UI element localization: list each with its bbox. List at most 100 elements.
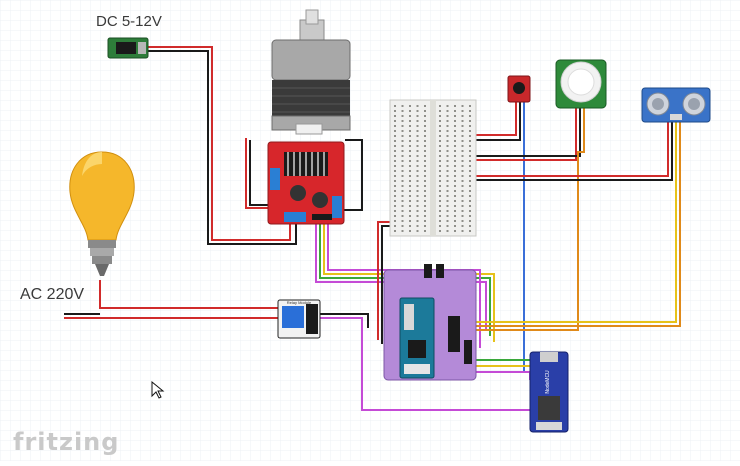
breadboard-hole — [469, 105, 471, 107]
breadboard-hole — [454, 115, 456, 117]
breadboard-hole — [461, 220, 464, 222]
breadboard-hole — [394, 230, 396, 232]
breadboard-hole — [394, 135, 396, 137]
breadboard-hole — [439, 145, 441, 147]
breadboard-hole — [409, 105, 411, 107]
breadboard-hole — [446, 160, 449, 162]
breadboard-hole — [469, 230, 471, 232]
breadboard-hole — [446, 130, 449, 132]
breadboard-hole — [469, 145, 471, 147]
breadboard-hole — [461, 215, 464, 217]
nodemcu-label: NodeMCU — [545, 370, 551, 394]
breadboard-hole — [416, 110, 419, 112]
breadboard-hole — [394, 200, 396, 202]
breadboard-hole — [469, 175, 471, 177]
breadboard-hole — [409, 230, 411, 232]
breadboard-hole — [424, 145, 426, 147]
breadboard-hole — [461, 160, 464, 162]
breadboard-hole — [454, 230, 456, 232]
breadboard-hole — [454, 215, 456, 217]
breadboard-hole — [461, 150, 464, 152]
breadboard-hole — [446, 190, 449, 192]
breadboard-hole — [424, 170, 426, 172]
breadboard-hole — [439, 200, 441, 202]
mouse-cursor-icon — [151, 380, 165, 399]
breadboard-hole — [469, 180, 471, 182]
breadboard-hole — [469, 200, 471, 202]
pir-motion-sensor — [555, 59, 607, 109]
breadboard-hole — [394, 165, 396, 167]
breadboard-hole — [394, 220, 396, 222]
breadboard-hole — [439, 115, 441, 117]
breadboard-hole — [401, 145, 404, 147]
breadboard-hole — [416, 225, 419, 227]
breadboard-hole — [401, 215, 404, 217]
breadboard-hole — [461, 105, 464, 107]
fritzing-logo: fritzing — [13, 428, 120, 456]
breadboard-hole — [416, 145, 419, 147]
breadboard-hole — [409, 150, 411, 152]
breadboard-hole — [439, 215, 441, 217]
stepper-motor — [271, 9, 351, 135]
breadboard-holes — [394, 105, 471, 232]
breadboard-hole — [401, 180, 404, 182]
breadboard-hole — [394, 215, 396, 217]
breadboard-hole — [446, 155, 449, 157]
breadboard-hole — [394, 110, 396, 112]
breadboard-hole — [416, 140, 419, 142]
breadboard-hole — [401, 195, 404, 197]
breadboard-hole — [439, 140, 441, 142]
breadboard-hole — [439, 165, 441, 167]
breadboard-hole — [416, 185, 419, 187]
breadboard-hole — [469, 140, 471, 142]
breadboard-hole — [424, 140, 426, 142]
breadboard-hole — [469, 125, 471, 127]
breadboard-hole — [409, 140, 411, 142]
breadboard-hole — [401, 165, 404, 167]
breadboard-hole — [469, 195, 471, 197]
breadboard-hole — [461, 205, 464, 207]
breadboard-hole — [409, 205, 411, 207]
breadboard-hole — [409, 160, 411, 162]
breadboard-hole — [461, 170, 464, 172]
breadboard-hole — [439, 180, 441, 182]
nodemcu-board: NodeMCU — [529, 351, 569, 433]
breadboard-hole — [446, 115, 449, 117]
breadboard-hole — [394, 175, 396, 177]
breadboard-hole — [409, 190, 411, 192]
breadboard-hole — [446, 225, 449, 227]
breadboard-hole — [469, 205, 471, 207]
breadboard-hole — [409, 220, 411, 222]
breadboard-hole — [401, 220, 404, 222]
breadboard-hole — [394, 105, 396, 107]
breadboard-hole — [416, 150, 419, 152]
breadboard-hole — [469, 190, 471, 192]
breadboard-hole — [424, 185, 426, 187]
breadboard-hole — [461, 155, 464, 157]
breadboard-hole — [454, 225, 456, 227]
breadboard-hole — [469, 150, 471, 152]
breadboard-hole — [394, 190, 396, 192]
breadboard-hole — [446, 150, 449, 152]
breadboard-hole — [439, 170, 441, 172]
breadboard-hole — [401, 175, 404, 177]
breadboard-hole — [446, 145, 449, 147]
breadboard-hole — [394, 140, 396, 142]
breadboard — [389, 99, 477, 237]
breadboard-hole — [446, 135, 449, 137]
ac-power-label: AC 220V — [20, 286, 85, 303]
breadboard-hole — [439, 150, 441, 152]
breadboard-hole — [401, 185, 404, 187]
breadboard-hole — [424, 105, 426, 107]
breadboard-hole — [416, 105, 419, 107]
breadboard-hole — [401, 200, 404, 202]
breadboard-hole — [416, 220, 419, 222]
breadboard-hole — [424, 205, 426, 207]
arduino-board — [399, 297, 435, 379]
breadboard-hole — [409, 135, 411, 137]
breadboard-hole — [439, 155, 441, 157]
breadboard-hole — [446, 200, 449, 202]
breadboard-hole — [401, 130, 404, 132]
